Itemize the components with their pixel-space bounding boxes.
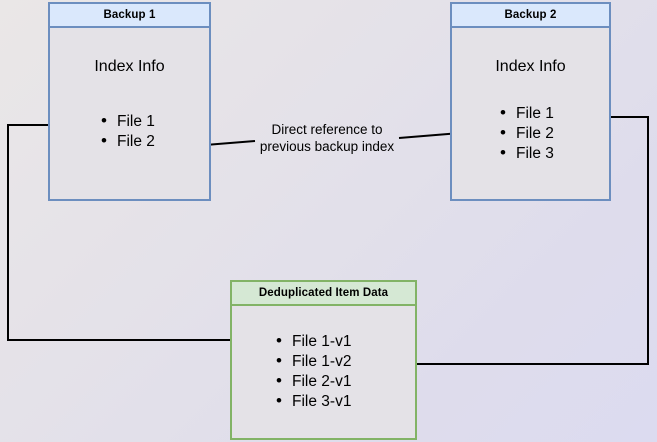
edge-label-direct-reference: Direct reference to previous backup inde…: [254, 121, 400, 155]
list-item: File 1: [101, 111, 155, 132]
node-backup-1-header: Backup 1: [50, 4, 209, 28]
list-item: File 1: [500, 103, 554, 124]
node-backup-2-header: Backup 2: [452, 4, 609, 28]
list-item: File 3-v1: [276, 391, 351, 412]
node-dedup-header: Deduplicated Item Data: [232, 282, 415, 306]
list-item: File 3: [500, 143, 554, 164]
list-item: File 2-v1: [276, 371, 351, 392]
edge-label-line-1: Direct reference to: [271, 122, 383, 137]
backup-1-index-info-label: Index Info: [94, 58, 165, 75]
edge-label-line-2: previous backup index: [259, 139, 395, 154]
backup-2-index-info-label: Index Info: [495, 58, 566, 75]
node-dedup-body: File 1-v1 File 1-v2 File 2-v1 File 3-v1: [232, 306, 415, 438]
node-backup-1[interactable]: Backup 1 Index Info File 1 File 2: [48, 2, 211, 201]
node-deduplicated-item-data[interactable]: Deduplicated Item Data File 1-v1 File 1-…: [230, 280, 417, 440]
node-backup-2-body: Index Info File 1 File 2 File 3: [452, 28, 609, 199]
list-item: File 1-v1: [276, 331, 351, 352]
dedup-item-list: File 1-v1 File 1-v2 File 2-v1 File 3-v1: [276, 331, 351, 412]
node-backup-1-body: Index Info File 1 File 2: [50, 28, 209, 199]
backup-2-file-list: File 1 File 2 File 3: [500, 103, 554, 164]
backup-1-file-list: File 1 File 2: [101, 111, 155, 152]
list-item: File 2: [101, 131, 155, 152]
list-item: File 1-v2: [276, 351, 351, 372]
list-item: File 2: [500, 123, 554, 144]
node-backup-2[interactable]: Backup 2 Index Info File 1 File 2 File 3: [450, 2, 611, 201]
